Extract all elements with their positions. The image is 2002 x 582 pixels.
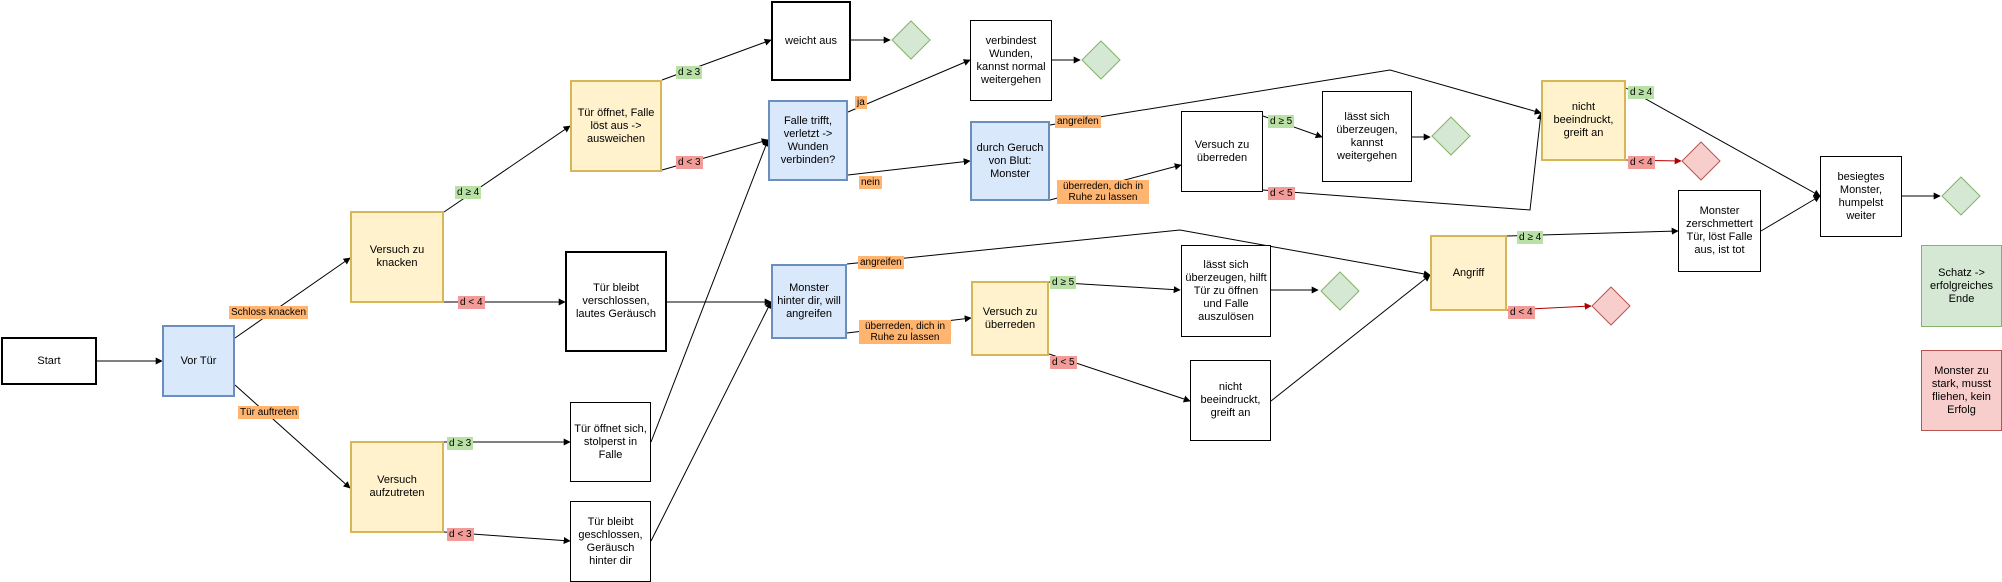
nicht-beeindruckt-node: nicht beeindruckt, greift an (1190, 360, 1271, 441)
edge-label-ueberreden: überreden, dich in Ruhe zu lassen (1057, 180, 1149, 204)
edge-label-d-ge-3: d ≥ 3 (676, 66, 703, 79)
start-node: Start (1, 337, 97, 385)
edge-geschlossen-monster (650, 301, 772, 542)
edge-label-d-lt-4: d < 4 (1508, 306, 1535, 319)
edge-label-d-ge-4: d ≥ 4 (1628, 86, 1655, 99)
edge-label-d-ge-4: d ≥ 4 (1517, 231, 1544, 244)
besiegtes-monster-node: besiegtes Monster, humpelst weiter (1820, 156, 1902, 237)
edge-label-d-lt-3: d < 3 (447, 528, 474, 541)
success-diamond (1941, 176, 1981, 216)
versuch-aufzutreten-node: Versuch aufzutreten (350, 441, 444, 533)
durch-geruch-node: durch Geruch von Blut: Monster (970, 121, 1050, 201)
edge-label-d-lt-4: d < 4 (458, 296, 485, 309)
angriff-node: Angriff (1430, 235, 1507, 311)
edge-label-angreifen: angreifen (1055, 115, 1101, 128)
edge-falle-geruch (847, 158, 971, 176)
failure-diamond (1681, 141, 1721, 181)
edge-monster-angriff (846, 229, 1431, 278)
edge-label-ja: ja (855, 96, 867, 109)
edge-label-nein: nein (859, 176, 882, 189)
vor-tuer-node: Vor Tür (162, 325, 235, 397)
edge-vortuer-knacken (234, 257, 351, 339)
tuer-bleibt-geschlossen-node: Tür bleibt geschlossen, Geräusch hinter … (570, 501, 651, 582)
success-diamond (891, 20, 931, 60)
versuch-knacken-node: Versuch zu knacken (350, 211, 444, 303)
legend-success: Schatz -> erfolgreiches Ende (1921, 245, 2002, 327)
edge-label-d-ge-4: d ≥ 4 (455, 186, 482, 199)
tuer-oeffnet-falle-node: Tür öffnet, Falle löst aus -> ausweichen (570, 80, 662, 172)
edge-falle-verbindest (847, 59, 971, 113)
falle-trifft-node: Falle trifft, verletzt -> Wunden verbind… (768, 100, 848, 181)
weicht-aus-node: weicht aus (771, 1, 851, 81)
success-diamond (1320, 271, 1360, 311)
edge-nichtbeeindruckt2-angriff (1270, 274, 1431, 402)
failure-diamond (1591, 286, 1631, 326)
verbindest-wunden-node: verbindest Wunden, kannst normal weiterg… (970, 20, 1052, 101)
edge-label-d-lt-3: d < 3 (676, 156, 703, 169)
monster-hinter-dir-node: Monster hinter dir, will angreifen (771, 264, 847, 339)
versuch-ueberreden-node: Versuch zu überreden (1181, 111, 1263, 192)
tuer-oeffnet-stolperst-node: Tür öffnet sich, stolperst in Falle (570, 402, 651, 482)
success-diamond (1081, 40, 1121, 80)
edge-label-d-ge-5: d ≥ 5 (1050, 276, 1077, 289)
edge-label-d-lt-5: d < 5 (1050, 356, 1077, 369)
edge-geruch-nichtbeeindruckt1 (1049, 69, 1542, 126)
edge-stolperst-falle (650, 139, 769, 443)
edge-knacken-tueroeffnet (443, 125, 571, 213)
edge-label-d-lt-5: d < 5 (1268, 187, 1295, 200)
edge-label-d-ge-3: d ≥ 3 (447, 437, 474, 450)
edge-label-d-lt-4: d < 4 (1628, 156, 1655, 169)
edge-label-tuer-auftreten: Tür auftreten (238, 406, 300, 419)
edge-label-ueberreden: überreden, dich in Ruhe zu lassen (859, 320, 951, 344)
edge-label-d-ge-5: d ≥ 5 (1268, 115, 1295, 128)
versuch-ueberreden-node: Versuch zu überreden (971, 281, 1049, 356)
success-diamond (1431, 116, 1471, 156)
edge-label-angreifen: angreifen (858, 256, 904, 269)
edge-zerschmettert-besiegt (1760, 195, 1821, 232)
legend-failure: Monster zu stark, musst fliehen, kein Er… (1921, 350, 2002, 431)
edge-ueberreden1-nichtbeeindruckt1 (1262, 112, 1544, 211)
edge-vortuer-auftreten (234, 384, 351, 489)
edge-label-schloss-knacken: Schloss knacken (229, 306, 309, 319)
laesst-sich-ueberzeugen-node: lässt sich überzeugen, kannst weitergehe… (1322, 91, 1412, 182)
monster-zerschmettert-node: Monster zerschmettert Tür, löst Falle au… (1678, 190, 1761, 272)
edge-nichtbeeindruckt1-besiegt (1625, 87, 1821, 197)
tuer-bleibt-verschlossen-node: Tür bleibt verschlossen, lautes Geräusch (565, 251, 667, 352)
nicht-beeindruckt-node: nicht beeindruckt, greift an (1541, 80, 1626, 161)
laesst-sich-ueberzeugen-node: lässt sich überzeugen, hilft Tür zu öffn… (1181, 245, 1271, 337)
